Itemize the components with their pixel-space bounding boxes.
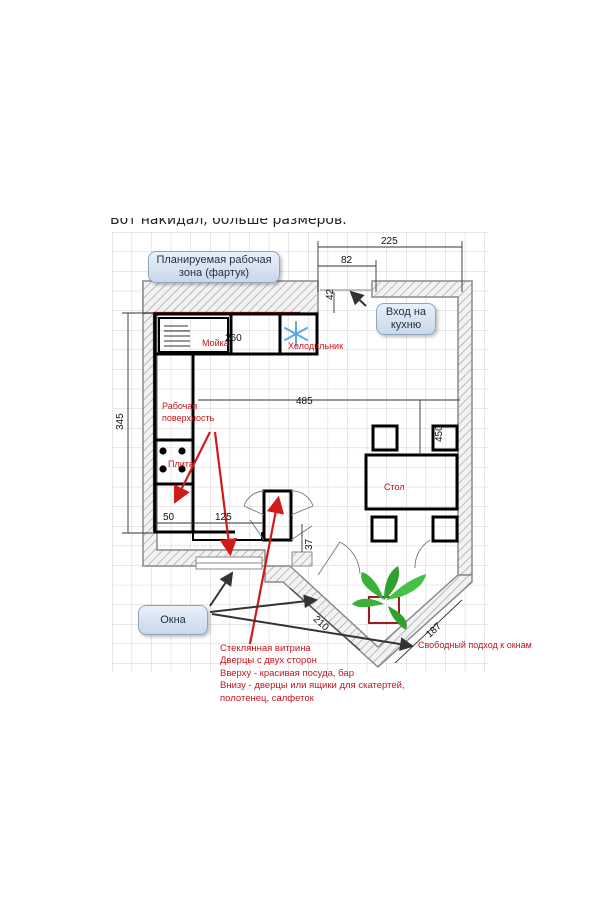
intro-text: Вот накидал, больше размеров.	[110, 218, 347, 228]
window-swings	[317, 539, 431, 576]
work-surface-label: Рабочая поверхность	[162, 401, 215, 423]
dim-345: 345	[115, 413, 126, 430]
dimension-lines	[122, 241, 463, 664]
sink-unit	[158, 317, 229, 353]
walls	[142, 280, 473, 669]
showcase-doors	[243, 490, 314, 541]
dim-450: 450	[434, 425, 445, 442]
table	[364, 453, 459, 511]
kitchen-units	[153, 312, 319, 542]
showcase-note-line: Внизу - дверцы или ящики для скатертей,	[220, 680, 405, 692]
showcase-note: Стеклянная витрина Дверцы с двух сторон …	[220, 643, 405, 705]
dim-42: 42	[325, 288, 336, 300]
entrance-arrow	[349, 290, 367, 307]
table-label: Стол	[384, 482, 405, 492]
work-zone-callout: Планируемая рабочая зона (фартук)	[148, 251, 280, 283]
chair-bottom-left	[370, 515, 398, 543]
arrow-to-window	[213, 431, 238, 557]
bay-window-wall	[264, 565, 473, 669]
dim-225: 225	[381, 236, 398, 247]
entrance-callout: Вход на кухню	[376, 303, 436, 335]
showcase-note-line: Вверху - красивая посуда, бар	[220, 667, 354, 679]
stove-unit	[153, 438, 195, 486]
stove-burner-icon	[159, 447, 186, 473]
plant-icon	[352, 566, 426, 630]
sink-icon	[164, 325, 190, 347]
showcase-note-line: полотенец, салфеток	[220, 692, 314, 704]
sink-label: Мойка	[202, 338, 229, 348]
stove-label: Плита	[168, 459, 194, 469]
showcase-note-line: Дверцы с двух сторон	[220, 655, 317, 667]
chair-bottom-right	[431, 515, 459, 543]
dim-82: 82	[341, 255, 353, 266]
chair-top-right	[431, 424, 459, 452]
chair-top-left	[371, 424, 399, 452]
window-access-label: Свободный подход к окнам	[418, 640, 532, 650]
showcase-cabinet	[262, 489, 293, 542]
top-wall	[142, 280, 319, 314]
dim-37: 37	[304, 538, 315, 550]
snowflake-icon	[284, 321, 308, 347]
window-arrows	[209, 290, 414, 652]
counter-top	[153, 312, 319, 356]
showcase-note-line: Стеклянная витрина	[220, 643, 311, 654]
dim-50: 50	[163, 512, 175, 523]
dim-485: 485	[296, 396, 313, 407]
dim-125: 125	[215, 512, 232, 523]
inner-wall-stub	[291, 551, 313, 567]
windows-callout: Окна	[138, 605, 208, 635]
arrow-to-stove	[174, 431, 211, 504]
fridge-label: Холодильник	[288, 341, 344, 351]
dining-set	[364, 424, 459, 543]
dim-260: 260	[225, 333, 242, 344]
